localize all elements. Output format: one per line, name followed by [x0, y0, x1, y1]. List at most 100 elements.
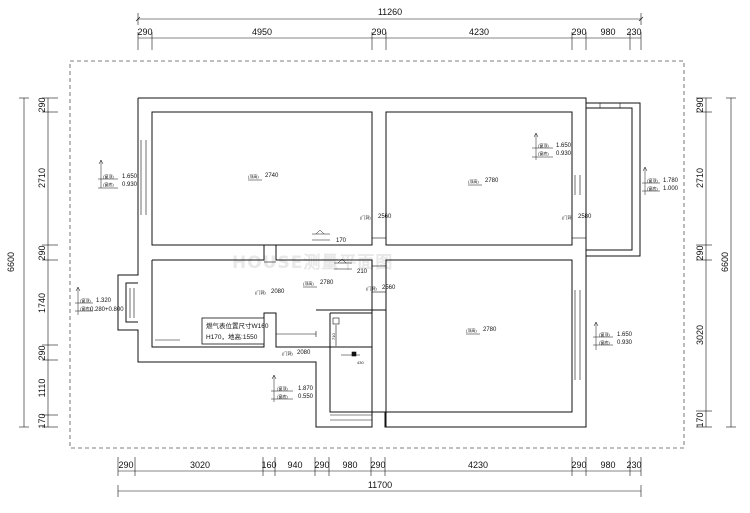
- walls: [117, 97, 641, 428]
- svg-text:(顶高): (顶高): [468, 178, 479, 184]
- dim-top: [135, 13, 644, 50]
- door-label-1: (门洞) 2560: [360, 214, 392, 220]
- watermark: HOUSE测量平面图: [232, 252, 393, 273]
- svg-text:2780: 2780: [320, 280, 334, 286]
- kitchen-dim-vertical: 710: [331, 333, 336, 340]
- svg-text:0.550: 0.550: [298, 394, 314, 400]
- svg-text:(门洞): (门洞): [360, 214, 371, 220]
- svg-text:2740: 2740: [265, 173, 279, 179]
- dim-left-seg: 1740: [37, 293, 47, 313]
- gas-meter-note-box: [201, 317, 265, 345]
- dim-top-seg: 4230: [469, 27, 489, 37]
- dim-left-seg: 290: [37, 345, 47, 360]
- dim-left-total: 6600: [6, 252, 16, 272]
- svg-text:(门洞): (门洞): [255, 289, 266, 295]
- dim-left-seg: 290: [37, 97, 47, 112]
- svg-text:0.930: 0.930: [556, 151, 572, 157]
- dim-left-seg: 1110: [37, 379, 47, 398]
- dim-top-seg: 290: [371, 27, 386, 37]
- svg-text:2560: 2560: [378, 214, 392, 220]
- beam-mark-1: [312, 229, 330, 241]
- ceiling-label-mid-left: (顶高) 2780: [303, 280, 334, 288]
- kitchen-details: [276, 317, 360, 357]
- dim-bottom: [117, 457, 642, 497]
- window-mark-left: (窗顶) (窗底) 1.650 0.930: [98, 159, 138, 189]
- dim-right-seg: 170: [695, 412, 705, 427]
- door-label-5: (门洞) 2080: [282, 350, 311, 356]
- svg-text:2780: 2780: [485, 178, 499, 184]
- beam-mark-2-value: 210: [357, 269, 368, 275]
- dim-bottom-seg: 230: [626, 460, 641, 470]
- svg-text:1.650: 1.650: [617, 332, 633, 338]
- dim-top-seg: 290: [571, 27, 586, 37]
- dim-bottom-total: 11700: [368, 480, 392, 490]
- dim-bottom-seg: 290: [118, 460, 133, 470]
- svg-text:1.000: 1.000: [663, 186, 679, 192]
- svg-text:0.930: 0.930: [122, 182, 138, 188]
- gas-meter-note-line2: H170，地高:1550: [206, 332, 258, 341]
- dim-right-seg: 2710: [695, 168, 705, 188]
- dim-left-seg: 170: [37, 413, 47, 428]
- dim-bottom-seg: 940: [287, 460, 302, 470]
- svg-text:(窗底): (窗底): [103, 181, 114, 187]
- svg-text:1.870: 1.870: [298, 386, 314, 392]
- dim-left-seg: 290: [37, 245, 47, 260]
- dim-bottom-seg: 4230: [468, 460, 488, 470]
- svg-text:(窗顶): (窗顶): [103, 173, 114, 179]
- svg-text:(窗顶): (窗顶): [599, 331, 610, 337]
- svg-text:2580: 2580: [578, 214, 592, 220]
- dim-right-seg: 290: [695, 245, 705, 260]
- dim-top-seg: 230: [626, 27, 641, 37]
- sheet-boundary: [69, 60, 685, 449]
- svg-text:(门洞): (门洞): [282, 350, 293, 356]
- dim-right-seg: 290: [695, 97, 705, 112]
- svg-text:(窗顶): (窗顶): [80, 297, 91, 303]
- svg-text:(顶高): (顶高): [303, 280, 314, 286]
- svg-text:1.780: 1.780: [663, 178, 679, 184]
- svg-text:(顶高): (顶高): [466, 327, 477, 333]
- door-label-4: (门洞) 2560: [366, 285, 396, 291]
- ceiling-label-bottom-right: (顶高) 2780: [466, 327, 497, 335]
- windows: [129, 103, 621, 421]
- dim-bottom-seg: 290: [370, 460, 385, 470]
- dim-right-seg: 3020: [695, 325, 705, 345]
- dim-top-total: 11260: [378, 7, 402, 17]
- svg-text:1.320: 1.320: [96, 298, 112, 304]
- svg-text:1.650: 1.650: [556, 143, 572, 149]
- ceiling-label-top-right: (顶高) 2780: [468, 178, 499, 186]
- svg-text:(窗顶): (窗顶): [277, 385, 288, 391]
- dim-left: [19, 97, 58, 428]
- svg-text:2780: 2780: [483, 327, 497, 333]
- kitchen-dim-horizontal: 430: [357, 360, 364, 365]
- svg-text:1.650: 1.650: [122, 174, 138, 180]
- dim-bottom-seg: 980: [600, 460, 615, 470]
- dim-bottom-seg: 290: [571, 460, 586, 470]
- dim-top-seg: 290: [137, 27, 152, 37]
- beam-mark-2: [334, 258, 352, 270]
- dim-bottom-seg: 980: [342, 460, 357, 470]
- svg-text:0.280+0.800: 0.280+0.800: [90, 307, 124, 313]
- gas-meter-note-line1: 燃气表位置尺寸W160: [206, 321, 269, 330]
- dim-bottom-seg: 3020: [190, 460, 210, 470]
- svg-text:(窗底): (窗底): [647, 185, 658, 191]
- svg-text:0.930: 0.930: [617, 340, 633, 346]
- window-mark-bottom-mid: (窗顶) (窗底) 1.870 0.550: [271, 374, 314, 402]
- dim-top-seg: 980: [600, 27, 615, 37]
- svg-text:2080: 2080: [271, 289, 285, 295]
- svg-text:(顶高): (顶高): [248, 173, 259, 179]
- beam-mark-1-value: 170: [336, 238, 347, 244]
- dim-bottom-seg: 160: [261, 460, 276, 470]
- dim-bottom-seg: 290: [314, 460, 329, 470]
- window-mark-top-right: (窗顶) (窗底) 1.650 0.930: [532, 132, 572, 160]
- door-label-3: (门洞) 2080: [255, 289, 285, 295]
- window-mark-bottom-right: (窗顶) (窗底) 1.650 0.930: [593, 321, 633, 350]
- svg-text:2080: 2080: [297, 350, 311, 356]
- svg-text:(窗顶): (窗顶): [647, 177, 658, 183]
- dim-left-seg: 2710: [37, 168, 47, 188]
- dim-right-total: 6600: [720, 252, 730, 272]
- dim-right: [696, 97, 736, 428]
- window-mark-left-small: (窗顶) (窗底) 1.320 0.280+0.800: [75, 286, 124, 315]
- svg-text:(窗底): (窗底): [277, 393, 288, 399]
- svg-text:2560: 2560: [382, 285, 396, 291]
